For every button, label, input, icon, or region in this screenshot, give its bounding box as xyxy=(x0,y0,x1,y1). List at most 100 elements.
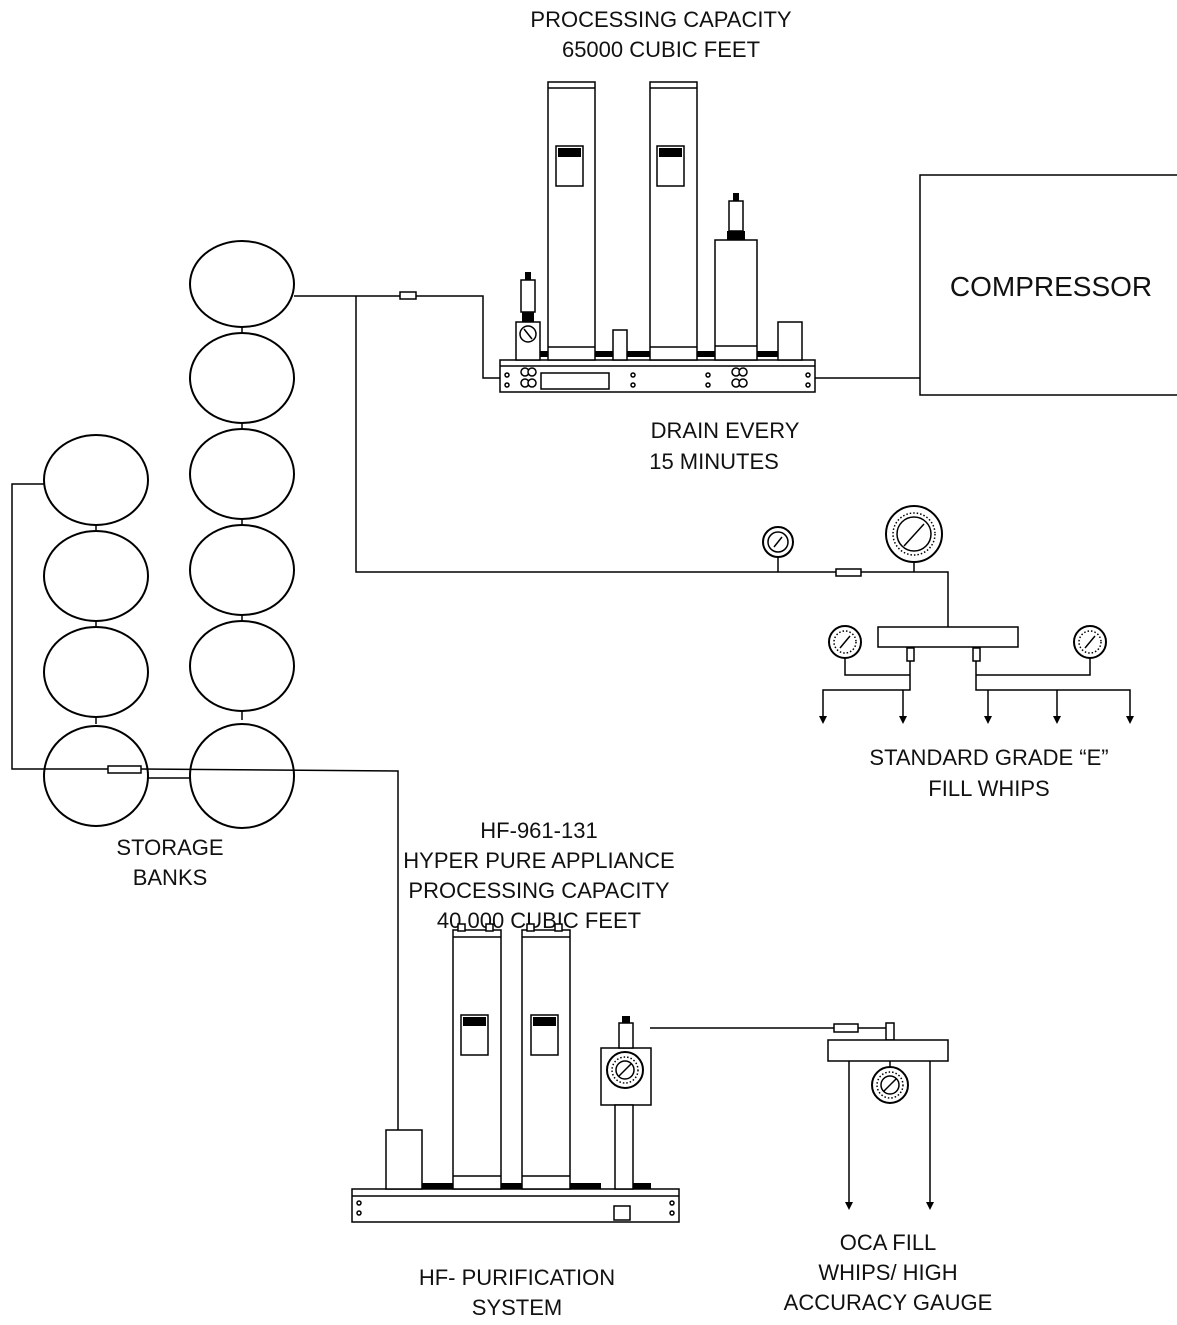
gauge-needle xyxy=(773,536,783,548)
storage-cylinder xyxy=(43,434,149,526)
gauge-needle xyxy=(523,328,533,340)
pipe-fitting xyxy=(627,351,650,357)
tower-cap-bolt xyxy=(485,923,494,932)
tower-cap-bolt xyxy=(554,923,563,932)
bolt xyxy=(805,372,811,378)
storage-line-2: BANKS xyxy=(133,865,208,890)
valve-knob xyxy=(738,367,748,377)
appliance-label: HF-961-131 HYPER PURE APPLIANCE PROCESSI… xyxy=(403,818,674,933)
filter-tower xyxy=(452,929,502,1190)
oca-label: OCA FILL WHIPS/ HIGH ACCURACY GAUGE xyxy=(784,1230,993,1315)
oca-line-1: OCA FILL xyxy=(840,1230,937,1255)
gauge-face xyxy=(880,1075,900,1095)
appliance-line-3: PROCESSING CAPACITY xyxy=(408,878,670,903)
drain-valve-icon xyxy=(731,367,748,388)
gauge-stem xyxy=(976,658,1091,676)
bolt xyxy=(504,372,510,378)
top-unit-capacity-label: PROCESSING CAPACITY 65000 CUBIC FEET xyxy=(530,7,792,62)
tower-cap-bolt xyxy=(457,923,466,932)
bolt xyxy=(356,1200,362,1206)
oca-fill-manifold xyxy=(827,1022,949,1210)
drain-valve-icon xyxy=(520,367,537,388)
bolt xyxy=(630,382,636,388)
pipe xyxy=(11,483,108,770)
top-processing-unit xyxy=(499,81,816,393)
bolt xyxy=(630,372,636,378)
gauge-face xyxy=(615,1060,635,1080)
pressure-gauge-small xyxy=(1073,625,1107,659)
inline-filter xyxy=(833,1023,859,1033)
fill-whips-label: STANDARD GRADE “E” FILL WHIPS xyxy=(869,745,1108,801)
storage-cylinder xyxy=(189,524,295,616)
bolt xyxy=(504,382,510,388)
whip-valve xyxy=(885,1022,895,1041)
gauge-scale xyxy=(892,512,936,556)
oca-line-2: WHIPS/ HIGH xyxy=(818,1260,957,1285)
bolt xyxy=(705,372,711,378)
pipe-fitting xyxy=(595,351,613,357)
storage-cylinder xyxy=(43,626,149,718)
appliance-line-1: HF-961-131 xyxy=(480,818,597,843)
pressure-gauge-small xyxy=(828,625,862,659)
pipe-fitting xyxy=(540,351,548,357)
separator-block xyxy=(612,329,628,361)
relief-valve-nut xyxy=(522,312,534,322)
manifold-block xyxy=(877,626,1019,648)
gauge-scale xyxy=(611,1056,639,1084)
pressure-gauge-small xyxy=(762,526,794,558)
whip-line xyxy=(975,661,1131,716)
storage-cylinder xyxy=(43,530,149,622)
down-arrow-icon xyxy=(819,716,827,724)
pipe-fitting xyxy=(422,1183,453,1189)
pipe-fitting xyxy=(697,351,715,357)
tower-label-mark xyxy=(558,148,581,157)
top-capacity-line-2: 65000 CUBIC FEET xyxy=(562,37,760,62)
down-arrow-icon xyxy=(926,1202,934,1210)
drain-line-2: 15 MINUTES xyxy=(649,449,779,474)
relief-valve xyxy=(618,1022,634,1049)
filter-tower xyxy=(521,929,571,1190)
compressor-label: COMPRESSOR xyxy=(950,271,1152,302)
gauge-needle xyxy=(883,1078,897,1092)
pipe-fitting xyxy=(633,1183,651,1189)
down-arrow-icon xyxy=(845,1202,853,1210)
top-piping xyxy=(294,291,949,627)
pipe-fitting xyxy=(757,351,778,357)
inline-filter xyxy=(107,765,142,774)
bolt xyxy=(669,1210,675,1216)
appliance-line-4: 40,000 CUBIC FEET xyxy=(437,908,641,933)
whip-valve xyxy=(972,647,981,662)
relief-valve-cap xyxy=(733,193,739,201)
relief-valve xyxy=(728,200,744,232)
storage-cylinder xyxy=(189,428,295,520)
gauge-face xyxy=(896,516,932,552)
gauge-face xyxy=(519,325,537,343)
manifold-block xyxy=(827,1039,949,1062)
fill-whip-manifold xyxy=(819,625,1134,724)
bolt xyxy=(669,1200,675,1206)
relief-valve xyxy=(520,279,536,313)
bolt xyxy=(705,382,711,388)
top-capacity-line-1: PROCESSING CAPACITY xyxy=(530,7,792,32)
filter-tower xyxy=(714,239,758,361)
storage-cylinder xyxy=(189,240,295,328)
drain-panel xyxy=(540,372,610,390)
fill-whips-line-1: STANDARD GRADE “E” xyxy=(869,745,1108,770)
appliance-line-2: HYPER PURE APPLIANCE xyxy=(403,848,674,873)
valve-knob xyxy=(527,367,537,377)
down-arrow-icon xyxy=(1126,716,1134,724)
valve-knob xyxy=(527,378,537,388)
drain-valve xyxy=(613,1205,631,1221)
relief-valve-cap xyxy=(525,272,531,280)
down-arrow-icon xyxy=(984,716,992,724)
gauge-block xyxy=(515,321,541,361)
purification-line-1: HF- PURIFICATION xyxy=(419,1265,615,1290)
hf-purification-system xyxy=(351,923,680,1223)
gauge-face xyxy=(767,531,789,553)
pressure-gauge-large xyxy=(885,505,943,563)
pipe xyxy=(140,768,399,1130)
tower-label-mark xyxy=(659,148,682,157)
storage-banks-label: STORAGE BANKS xyxy=(116,835,223,890)
gauge-face xyxy=(833,630,857,654)
filter-tower xyxy=(649,81,698,361)
